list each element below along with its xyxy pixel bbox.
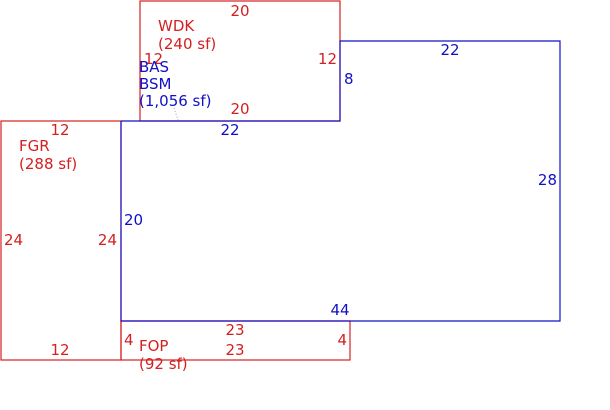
fgr-right-dim: 24	[98, 231, 117, 249]
bsm-code: BSM	[139, 75, 172, 93]
wdk-code: WDK	[158, 17, 195, 35]
fop-top-dim: 23	[225, 321, 244, 339]
wdk-left-dim: 12	[144, 50, 163, 68]
bas-area: (1,056 sf)	[139, 92, 212, 110]
wdk-area: (240 sf)	[158, 35, 216, 53]
wdk-top-dim: 20	[230, 2, 249, 20]
fop-area: (92 sf)	[139, 355, 188, 373]
bas-bottom-dim: 44	[330, 301, 349, 319]
label-leader-line	[173, 107, 179, 121]
bas-code: BAS	[139, 58, 169, 76]
bas-notch-dim: 8	[344, 70, 354, 88]
fop-bottom-dim: 23	[225, 341, 244, 359]
fgr-bottom-dim: 12	[50, 341, 69, 359]
fgr-top-dim: 12	[50, 121, 69, 139]
fop-code: FOP	[139, 337, 168, 355]
bas-right-dim: 28	[538, 171, 557, 189]
bas-top-right-dim: 22	[440, 41, 459, 59]
wdk-bottom-dim: 20	[230, 100, 249, 118]
wdk-right-dim: 12	[318, 50, 337, 68]
fgr-area: (288 sf)	[19, 155, 77, 173]
fop-right-dim: 4	[337, 331, 347, 349]
fop-left-dim: 4	[124, 331, 134, 349]
bas-left-dim: 20	[124, 211, 143, 229]
bas-outline	[120, 40, 561, 322]
bas-top-left-dim: 22	[220, 121, 239, 139]
fgr-left-dim: 24	[4, 231, 23, 249]
fgr-code: FGR	[19, 137, 50, 155]
